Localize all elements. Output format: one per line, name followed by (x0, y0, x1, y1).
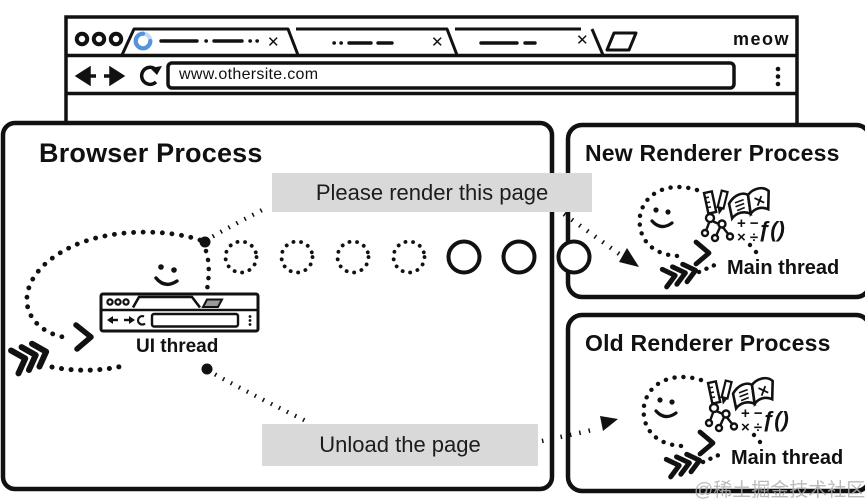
dom-tree-icon (700, 212, 735, 243)
solid-circle (501, 239, 537, 275)
mini-browser-icon (99, 292, 260, 333)
ipc-dot-bottom (201, 363, 213, 375)
tab-3[interactable] (455, 27, 605, 56)
dotted-circle (223, 239, 259, 275)
math-icon: + − (737, 215, 759, 232)
render-arrow (562, 212, 639, 267)
loading-spinner-icon (133, 31, 153, 51)
close-icon[interactable]: ✕ (431, 34, 444, 51)
solid-circle (446, 239, 482, 275)
smiley-icon (650, 207, 674, 229)
process-circles (223, 239, 592, 275)
watermark: @稀土掘金技术社区 (694, 480, 865, 501)
thread-dotted-trail (49, 362, 130, 373)
tab-title-dashes (159, 39, 537, 45)
thread-chevrons-icon (659, 261, 699, 290)
url-bar[interactable] (166, 61, 736, 90)
new-tab-icon[interactable] (605, 31, 638, 52)
ui-thread-label: UI thread (136, 336, 219, 357)
close-icon[interactable]: ✕ (267, 34, 280, 51)
function-icon: ƒ() (758, 217, 785, 242)
meow-label: meow (733, 29, 791, 49)
new-renderer-title: New Renderer Process (585, 140, 840, 166)
browser-process-box (0, 120, 555, 492)
tab-2[interactable] (296, 27, 459, 56)
ruler-icon (702, 189, 718, 216)
render-message-label: Please render this page (272, 173, 592, 212)
smiley-icon (154, 264, 179, 287)
pencil-icon (716, 189, 729, 215)
render-message-link (203, 206, 268, 243)
menu-dots-icon[interactable] (775, 66, 781, 87)
back-icon[interactable] (74, 65, 96, 87)
unload-arrow (541, 416, 618, 444)
math-icon: × ÷ (737, 229, 758, 246)
dotted-circle (279, 239, 315, 275)
main-thread-loop (637, 184, 700, 259)
solid-circle (556, 239, 592, 275)
ui-thread-loop (24, 229, 203, 352)
url-value[interactable]: www.othersite.com (179, 66, 319, 83)
tab-1[interactable] (120, 27, 300, 56)
browser-window-frame (64, 15, 799, 127)
browser-window (64, 15, 799, 127)
dot-to-browser-link (203, 248, 211, 293)
book-icon (727, 186, 770, 222)
dotted-bits (747, 242, 759, 255)
ipc-dot-top (199, 236, 211, 248)
reload-icon[interactable] (139, 65, 162, 87)
new-renderer-motif: + − × ÷ ƒ() Main thread (637, 184, 839, 290)
dotted-circle (391, 239, 427, 275)
main-thread-label: Main thread (727, 257, 839, 279)
unload-message-label: Unload the page (262, 424, 538, 466)
dotted-circle (335, 239, 371, 275)
browser-process-title: Browser Process (39, 138, 263, 168)
close-icon[interactable]: ✕ (576, 32, 589, 49)
traffic-lights-icon[interactable] (74, 31, 124, 47)
old-renderer-title: Old Renderer Process (585, 330, 831, 356)
forward-icon[interactable] (104, 65, 126, 87)
thread-chevrons-icon (8, 340, 50, 377)
